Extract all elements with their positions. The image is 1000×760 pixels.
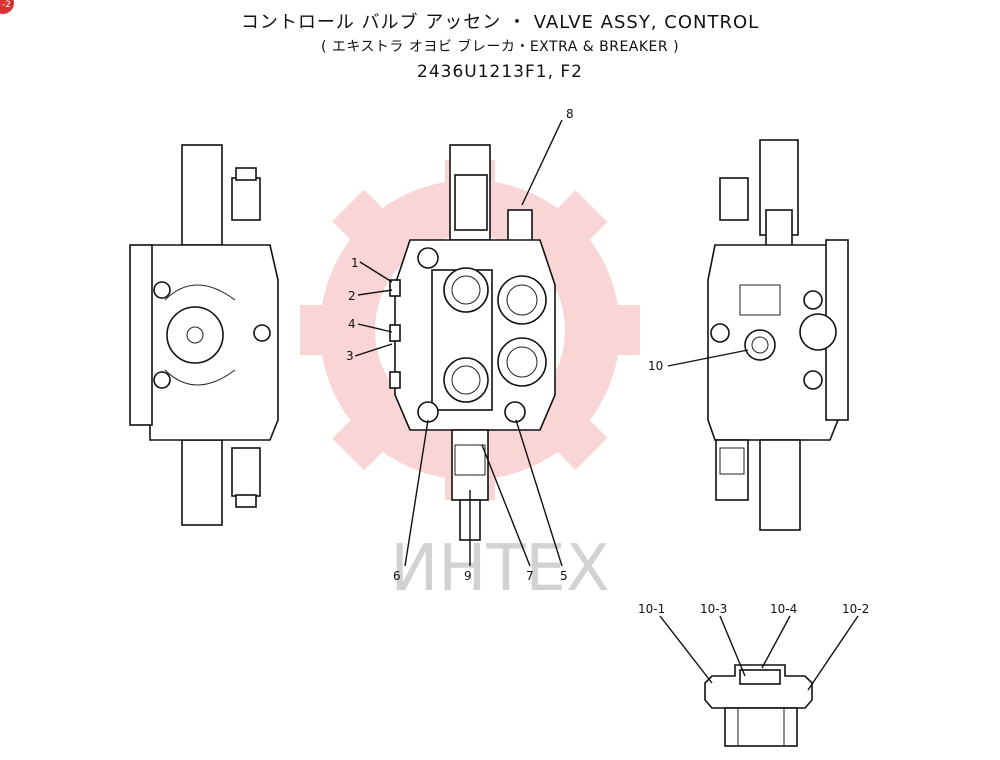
callout-5: 5 — [560, 569, 568, 583]
callout-6: 6 — [393, 569, 401, 583]
title-line-1: コントロール バルブ アッセン ・ VALVE ASSY, CONTROL — [240, 12, 760, 33]
callout-10-3: 10-3 — [700, 602, 727, 616]
watermark-text: ИНТЕХ — [390, 532, 609, 606]
callout-4: 4 — [348, 317, 356, 331]
part-number: 2436U1213F1, F2 — [417, 62, 583, 82]
detail-item-10 — [704, 664, 813, 747]
corner-badge-icon: -2 — [0, 0, 14, 14]
title-line-2: ( エキストラ オヨビ ブレーカ・EXTRA & BREAKER ) — [320, 39, 680, 55]
callout-7: 7 — [526, 569, 534, 583]
callout-10: 10 — [648, 359, 663, 373]
callout-8: 8 — [566, 107, 574, 121]
center-front-view — [389, 144, 556, 541]
right-side-view — [707, 139, 849, 531]
callout-3: 3 — [346, 349, 354, 363]
left-side-view — [129, 144, 279, 526]
callout-2: 2 — [348, 289, 356, 303]
callout-9: 9 — [464, 569, 472, 583]
callout-10-4: 10-4 — [770, 602, 797, 616]
leader-lines — [354, 119, 859, 691]
callout-10-2: 10-2 — [842, 602, 869, 616]
callout-10-1: 10-1 — [638, 602, 665, 616]
callout-1: 1 — [351, 256, 359, 270]
